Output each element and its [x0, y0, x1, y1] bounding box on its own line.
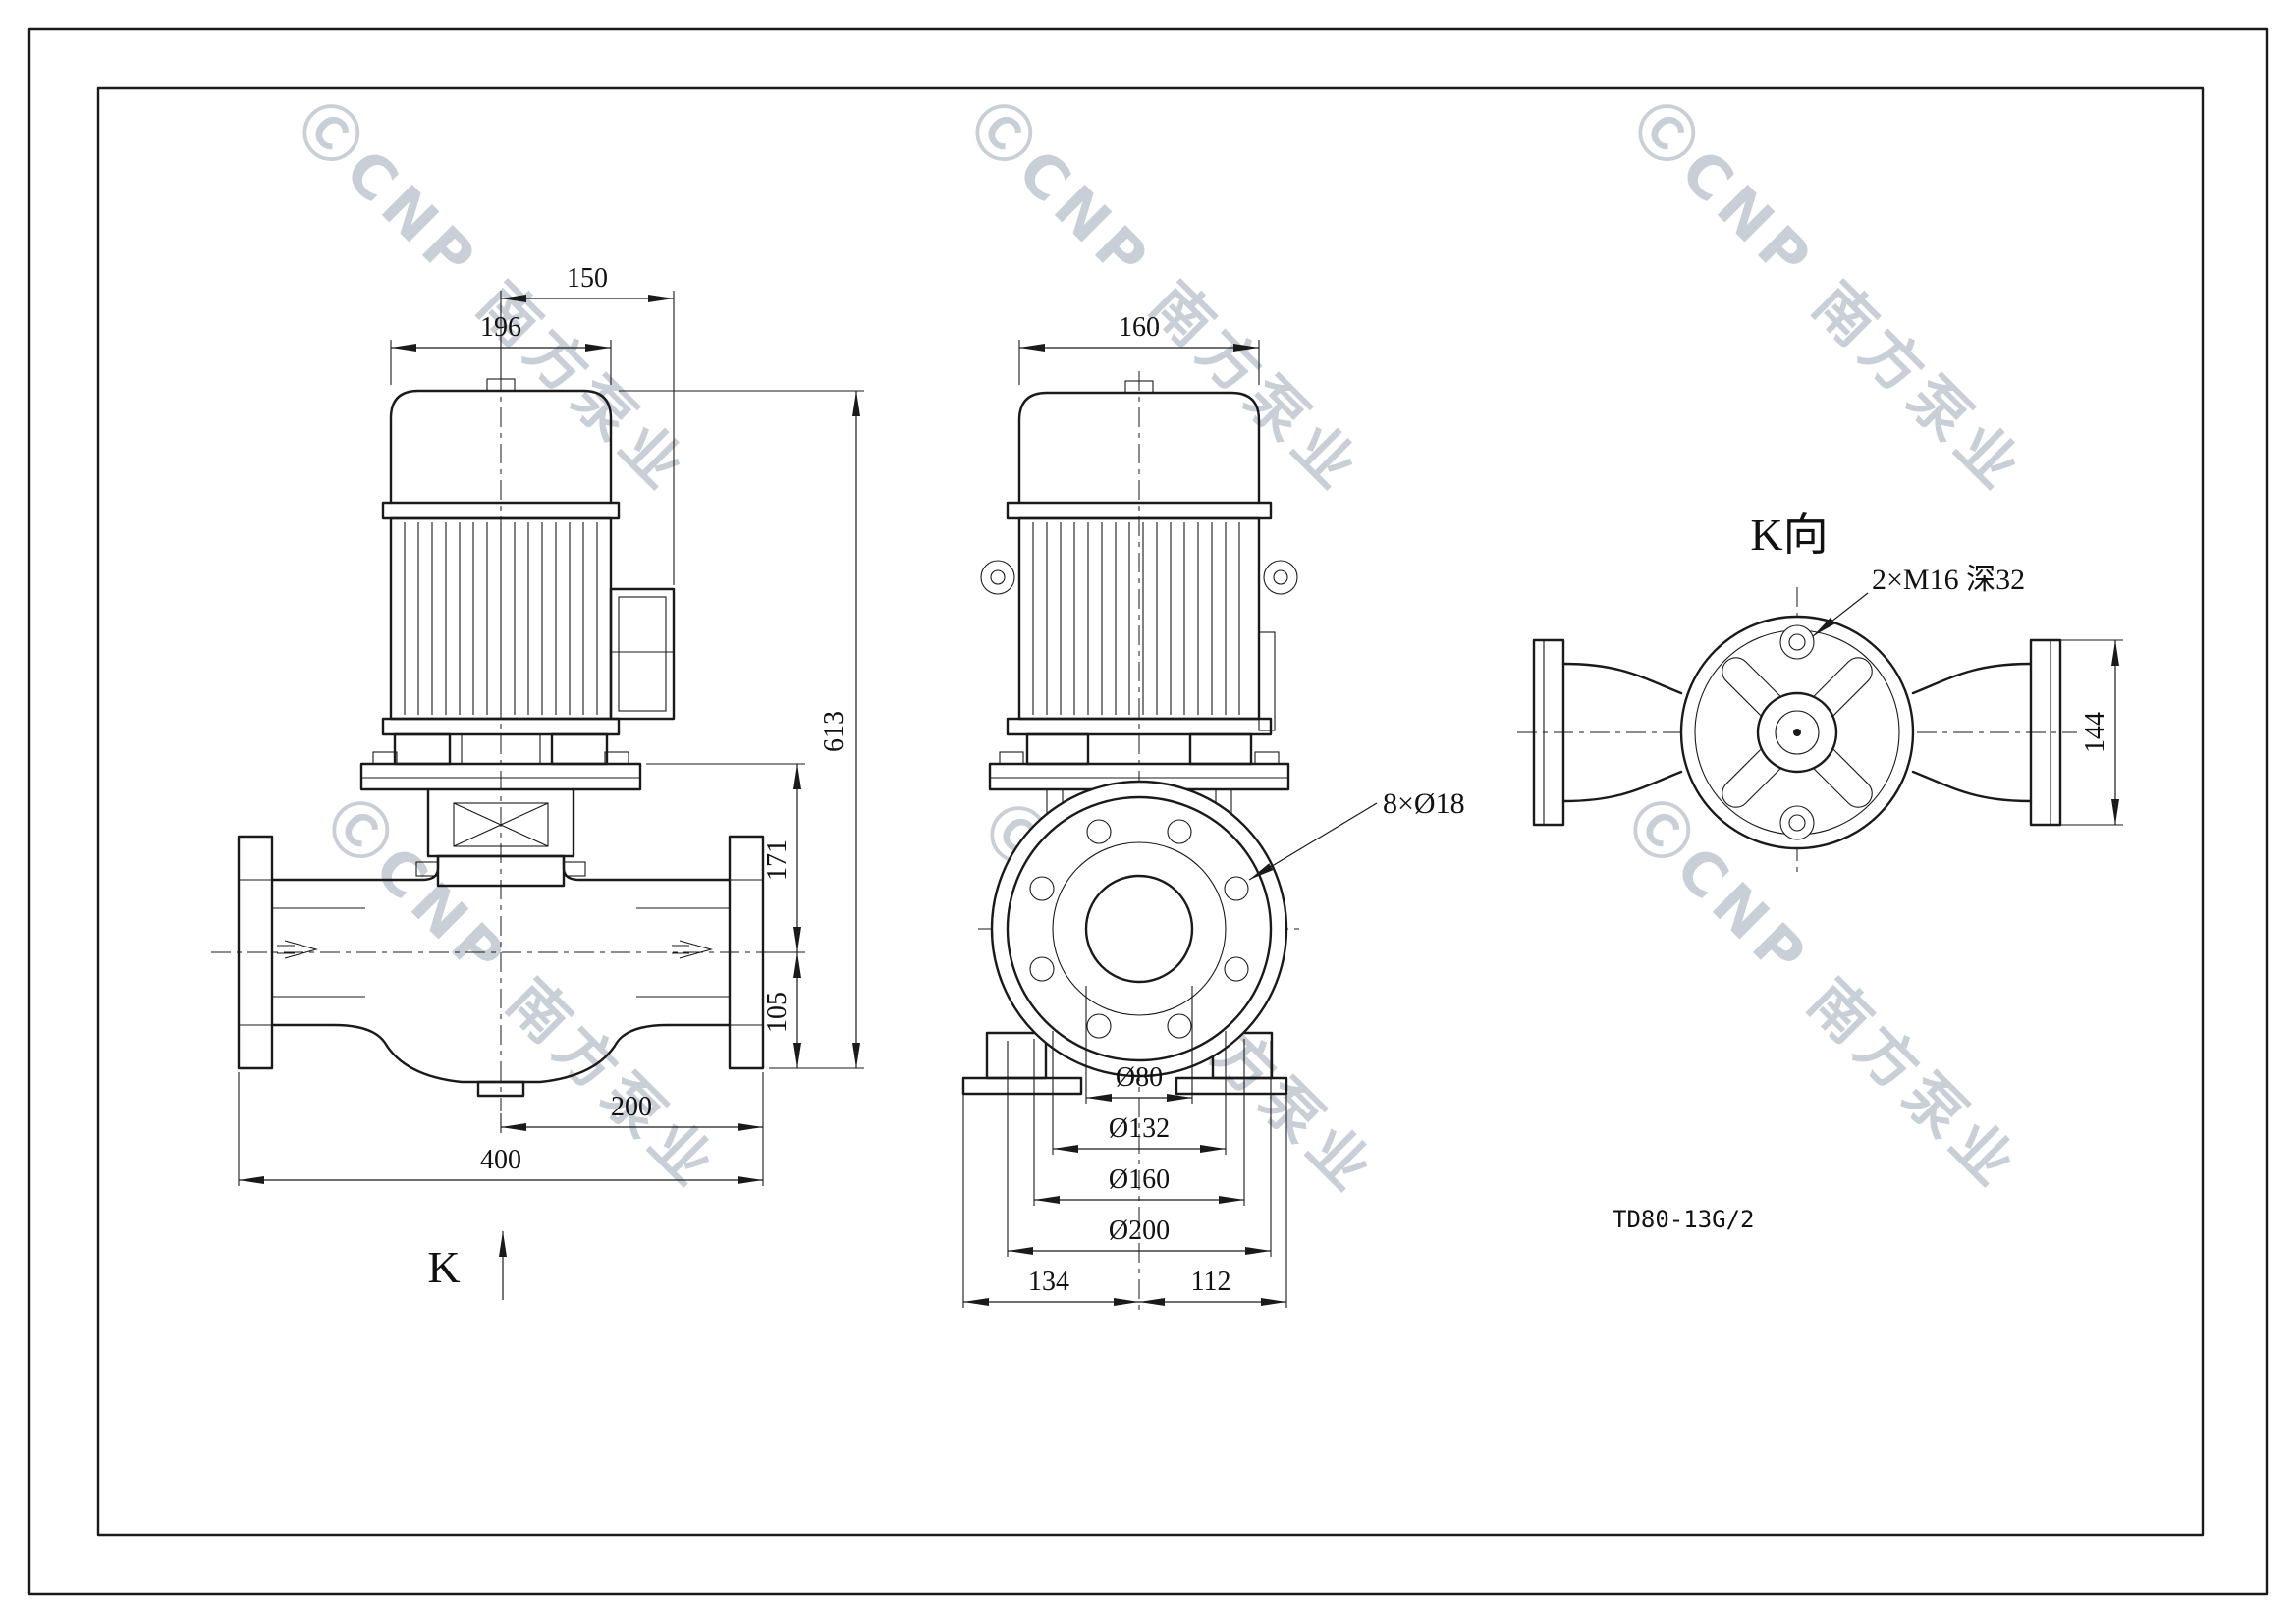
dim-134-label: 134 [1028, 1267, 1069, 1297]
tapped-hole-boss [1779, 624, 1815, 660]
watermark-text: ⒸCNP 南方泵业 [1619, 89, 2037, 507]
flange-bore [1084, 874, 1194, 984]
part-number-label: TD80-13G/2 [1613, 1206, 1755, 1233]
drain-boss [476, 1080, 525, 1098]
front-view-pump-body [237, 787, 765, 1098]
top-view-annotations: K向 2×M16 深32 144 [1750, 510, 2123, 826]
bolt-callout-leader [1248, 802, 1378, 881]
tap-callout-label: 2×M16 深32 [1872, 564, 2025, 596]
dim-144-label: 144 [2080, 712, 2110, 753]
dim-613-label: 613 [819, 711, 849, 752]
tapped-hole-boss [1779, 805, 1815, 840]
dim-105-label: 105 [762, 992, 793, 1033]
dim-400-label: 400 [480, 1145, 521, 1175]
dim-171-label: 171 [762, 839, 793, 881]
dim-112-label: 112 [1191, 1267, 1231, 1297]
top-view: K向 2×M16 深32 144 [1517, 510, 2123, 878]
terminal-box [609, 587, 676, 721]
tap-callout-leader [1812, 592, 1869, 637]
dim-bore-label: Ø80 [1116, 1062, 1163, 1093]
watermark-text: ⒸCNP 南方泵业 [313, 786, 731, 1204]
bolt-hole [1086, 1013, 1112, 1039]
left-end-flange [1532, 638, 1565, 827]
flow-arrow-icon [277, 940, 319, 959]
dim-bolt-circle-label: Ø160 [1109, 1164, 1170, 1195]
side-view: 160 8×Ø18 Ø80 Ø132 Ø160 Ø200 134 [961, 312, 1465, 1316]
right-pipe-flange [728, 835, 765, 1070]
bolt-hole [1224, 876, 1249, 901]
k-view-label: K向 [1750, 510, 1828, 560]
volute-casing [990, 780, 1288, 1078]
inner-border-frame [96, 86, 2205, 1537]
dim-raised-face-label: Ø132 [1109, 1113, 1170, 1144]
side-view-pump-body [961, 780, 1288, 1096]
flow-arrow-icon [672, 940, 714, 959]
outer-border-frame [27, 27, 2269, 1596]
k-view-arrow-label: K [427, 1242, 460, 1292]
mounting-plate [359, 762, 642, 791]
watermark-text: ⒸCNP 南方泵业 [1614, 786, 2032, 1204]
dim-160-label: 160 [1119, 312, 1160, 343]
side-view-dimensions: 160 8×Ø18 Ø80 Ø132 Ø160 Ø200 134 [962, 312, 1465, 1308]
dim-flange-od-label: Ø200 [1109, 1216, 1170, 1246]
lifting-eye-icon [980, 560, 1015, 595]
bolt-hole [1086, 819, 1112, 844]
front-view: 150 196 613 171 105 200 400 [211, 263, 864, 1300]
front-view-dimensions: 150 196 613 171 105 200 400 [238, 263, 864, 1300]
bolt-hole [1167, 819, 1192, 844]
dim-196-label: 196 [480, 312, 521, 343]
dim-200-label: 200 [611, 1092, 652, 1122]
side-view-motor [980, 380, 1298, 845]
top-view-body [1532, 615, 2062, 850]
lifting-eye-icon [1263, 560, 1298, 595]
bolt-hole [1167, 1013, 1192, 1039]
bolt-hole [1029, 956, 1055, 982]
bolt-callout-label: 8×Ø18 [1383, 787, 1465, 820]
left-pipe-flange [237, 835, 274, 1070]
suction-flange [1006, 795, 1273, 1062]
front-view-motor [359, 378, 676, 791]
bolt-hole [1224, 956, 1249, 982]
bolt-hole [1029, 876, 1055, 901]
foot-pad [961, 1076, 1083, 1096]
front-view-centerlines [211, 371, 791, 1111]
right-end-flange [2029, 638, 2062, 827]
dim-150-label: 150 [567, 263, 608, 294]
